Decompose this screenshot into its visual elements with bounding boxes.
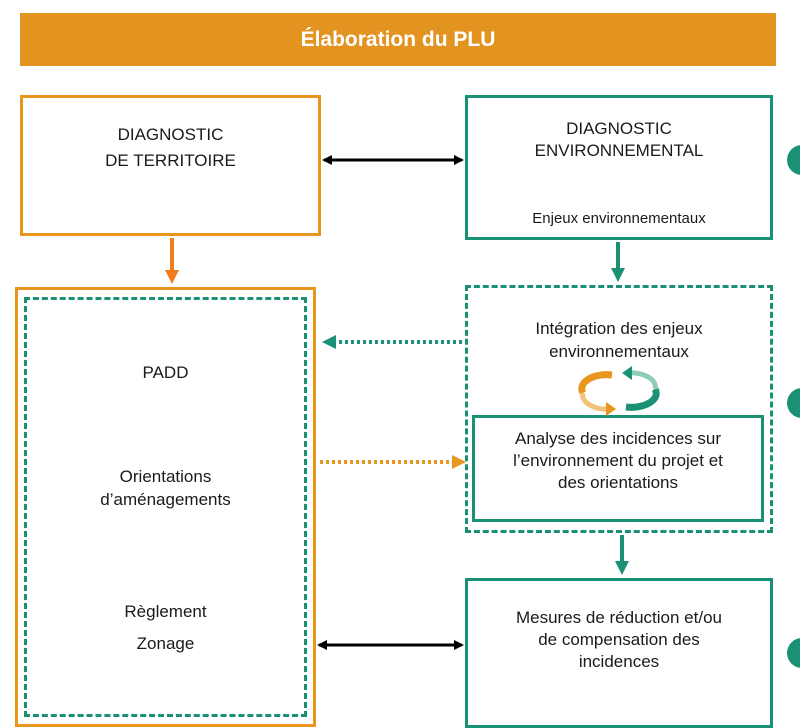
reglement-label: Règlement [124, 602, 207, 621]
step-badge-3 [787, 638, 800, 668]
diagnostic-env-line1: DIAGNOSTIC [566, 119, 672, 138]
padd-label: PADD [142, 363, 189, 382]
diagnostic-env-line2: ENVIRONNEMENTAL [534, 141, 704, 161]
diagnostic-territoire-line1: DIAGNOSTIC [117, 125, 224, 144]
cycle-icon [578, 366, 660, 416]
analyse-line2: l’environnement du projet et [513, 451, 723, 471]
mesures-box: Mesures de réduction et/ou de compensati… [465, 578, 773, 728]
orientations-line2: d’aménagements [100, 489, 231, 509]
step-badge-1 [787, 145, 800, 175]
diagnostic-environnemental-box: DIAGNOSTIC ENVIRONNEMENTAL Enjeux enviro… [465, 95, 773, 240]
integration-line1: Intégration des enjeux [535, 319, 703, 338]
mesures-line3: incidences [578, 652, 660, 672]
analyse-incidences-box: Analyse des incidences sur l’environneme… [472, 415, 764, 522]
zonage-label: Zonage [136, 634, 195, 654]
orientations-line1: Orientations [119, 467, 212, 486]
diagnostic-territoire-box: DIAGNOSTIC DE TERRITOIRE [20, 95, 321, 236]
step-badge-2 [787, 388, 800, 418]
enjeux-env-subtitle: Enjeux environnementaux [532, 210, 706, 227]
header-title: Élaboration du PLU [20, 13, 776, 66]
analyse-line3: des orientations [557, 473, 679, 493]
mesures-line2: de compensation des [538, 630, 700, 650]
mesures-line1: Mesures de réduction et/ou [515, 608, 722, 627]
diagnostic-territoire-line2: DE TERRITOIRE [105, 151, 236, 171]
integration-line2: environnementaux [549, 341, 689, 361]
analyse-line1: Analyse des incidences sur [514, 429, 721, 448]
evaluation-dashed-group [465, 285, 773, 533]
